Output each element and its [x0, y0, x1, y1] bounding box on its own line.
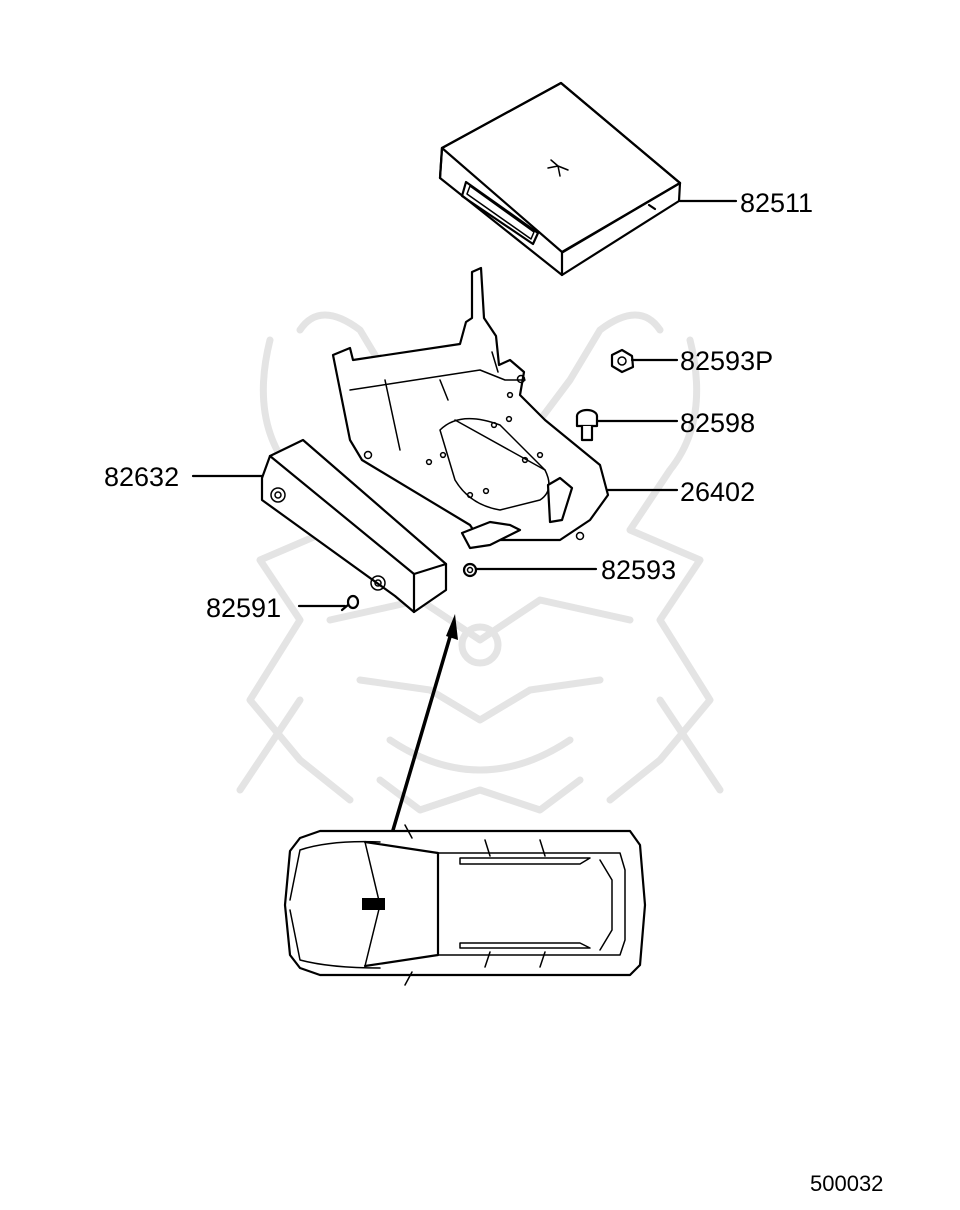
- callout-82598: 82598: [680, 408, 755, 438]
- vehicle-top-view: [283, 824, 647, 986]
- nut-82593-drawing: [462, 562, 478, 578]
- nut-82593p-drawing: [610, 348, 635, 374]
- clip-82591-drawing: [340, 594, 360, 612]
- bolt-82598-drawing: [575, 408, 599, 442]
- callout-26402: 26402: [680, 477, 755, 507]
- cover-drawing: [260, 438, 448, 614]
- diagram-code: 500032: [810, 1171, 883, 1196]
- callout-82591: 82591: [206, 593, 281, 623]
- bracket-drawing: [331, 266, 610, 550]
- leader-lines: [191, 199, 738, 608]
- callout-labels: 82511 82593P 82598 26402 82632 82593 825…: [104, 188, 813, 623]
- callout-82593p: 82593P: [680, 346, 773, 376]
- callout-82593: 82593: [601, 555, 676, 585]
- ecu-module-drawing: [438, 81, 682, 277]
- callout-82511: 82511: [740, 188, 813, 218]
- watermark-logo: [236, 311, 724, 874]
- callout-82632: 82632: [104, 462, 179, 492]
